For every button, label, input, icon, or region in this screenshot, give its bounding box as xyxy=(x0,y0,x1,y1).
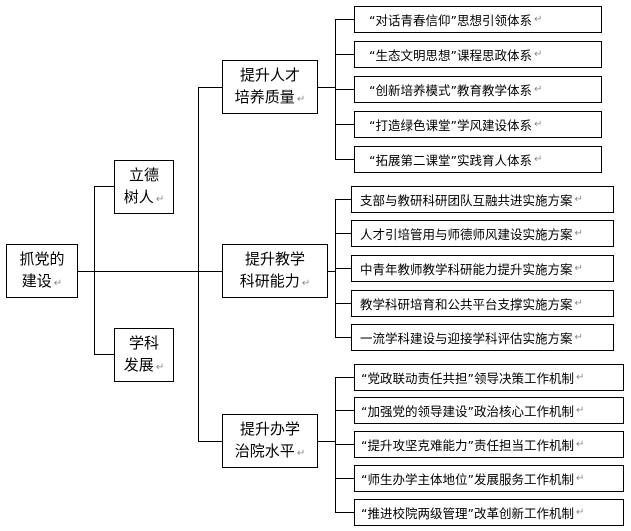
leaf-item: 人才引培管用与师德师风建设实施方案↵ xyxy=(351,220,614,247)
connector xyxy=(335,268,351,269)
connector xyxy=(335,19,354,20)
connector xyxy=(335,478,354,479)
connector xyxy=(335,159,354,160)
leaf-text: “对话青春信仰”思想引领体系 xyxy=(369,13,532,28)
group-node-governance: 提升办学 治院水平↵ xyxy=(222,414,318,468)
leaf-text: “生态文明思想”课程思政体系 xyxy=(369,48,532,63)
connector xyxy=(335,54,354,55)
branch-node-xueke: 学科 发展↵ xyxy=(114,328,174,382)
connector xyxy=(318,441,335,442)
paragraph-mark: ↵ xyxy=(575,372,585,383)
root-line1: 抓党的 xyxy=(19,249,65,268)
connector xyxy=(198,87,199,442)
group-line1: 提升教学 xyxy=(244,249,305,268)
connector xyxy=(198,441,222,442)
connector xyxy=(94,354,114,355)
branch-line2: 树人 xyxy=(123,187,154,206)
leaf-text: 教学科研培育和公共平台支撑实施方案 xyxy=(360,297,573,312)
connector xyxy=(335,233,351,234)
leaf-text: “加强党的领导建设”政治核心工作机制 xyxy=(361,404,574,419)
paragraph-mark: ↵ xyxy=(533,14,543,25)
connector xyxy=(77,271,94,272)
leaf-text: “创新培养模式”教育教学体系 xyxy=(369,83,532,98)
leaf-item: 中青年教师教学科研能力提升实施方案↵ xyxy=(351,255,614,282)
group-node-talent: 提升人才 培养质量↵ xyxy=(222,60,318,114)
leaf-item: 支部与教研科研团队互融共进实施方案↵ xyxy=(351,186,614,213)
connector xyxy=(335,512,354,513)
paragraph-mark: ↵ xyxy=(533,119,543,130)
paragraph-mark: ↵ xyxy=(575,405,585,416)
connector xyxy=(335,89,354,90)
leaf-item: “党政联动责任共担”领导决策工作机制↵ xyxy=(354,364,624,391)
leaf-item: “加强党的领导建设”政治核心工作机制↵ xyxy=(354,397,624,424)
root-node: 抓党的 建设↵ xyxy=(6,244,78,298)
branch-node-lide: 立德 树人↵ xyxy=(114,160,174,214)
leaf-item: “提升攻坚克难能力”责任担当工作机制↵ xyxy=(354,431,624,458)
paragraph-mark: ↵ xyxy=(533,49,543,60)
leaf-text: “拓展第二课堂”实践育人体系 xyxy=(369,153,532,168)
leaf-item: “对话青春信仰”思想引领体系↵ xyxy=(354,6,602,33)
paragraph-mark: ↵ xyxy=(574,263,583,274)
paragraph-mark: ↵ xyxy=(575,507,585,518)
leaf-item: “打造绿色课堂”学风建设体系↵ xyxy=(354,111,602,138)
leaf-item: “推进校院两级管理”改革创新工作机制↵ xyxy=(354,499,624,526)
connector xyxy=(335,377,354,378)
leaf-item: 一流学科建设与迎接学科评估实施方案↵ xyxy=(351,324,614,351)
group-line1: 提升人才 xyxy=(239,65,300,84)
leaf-item: 教学科研培育和公共平台支撑实施方案↵ xyxy=(351,290,614,317)
paragraph-mark: ↵ xyxy=(575,473,585,484)
paragraph-mark: ↵ xyxy=(533,84,543,95)
group-line1: 提升办学 xyxy=(239,419,300,438)
leaf-text: 人才引培管用与师德师风建设实施方案 xyxy=(360,227,573,242)
group-line2: 治院水平 xyxy=(234,441,295,460)
paragraph-mark: ↵ xyxy=(533,154,543,165)
paragraph-mark: ↵ xyxy=(574,228,583,239)
connector xyxy=(335,124,354,125)
leaf-text: “提升攻坚克难能力”责任担当工作机制 xyxy=(361,438,574,453)
leaf-item: “师生办学主体地位”发展服务工作机制↵ xyxy=(354,465,624,492)
leaf-item: “生态文明思想”课程思政体系↵ xyxy=(354,41,602,68)
branch-line1: 立德 xyxy=(128,165,159,184)
connector xyxy=(198,87,222,88)
paragraph-mark: ↵ xyxy=(574,298,583,309)
group-node-research: 提升教学 科研能力↵ xyxy=(222,244,328,298)
connector xyxy=(198,271,222,272)
root-line2: 建设 xyxy=(21,271,52,290)
connector xyxy=(335,303,351,304)
paragraph-mark: ↵ xyxy=(575,439,585,450)
paragraph-mark: ↵ xyxy=(155,193,165,205)
connector xyxy=(335,444,354,445)
connector xyxy=(335,410,354,411)
connector xyxy=(94,186,95,354)
paragraph-mark: ↵ xyxy=(574,194,583,205)
connector xyxy=(318,87,335,88)
leaf-text: “打造绿色课堂”学风建设体系 xyxy=(369,118,532,133)
leaf-text: 中青年教师教学科研能力提升实施方案 xyxy=(360,262,573,277)
paragraph-mark: ↵ xyxy=(296,93,306,105)
leaf-item: “创新培养模式”教育教学体系↵ xyxy=(354,76,602,103)
connector xyxy=(94,271,198,272)
leaf-text: “师生办学主体地位”发展服务工作机制 xyxy=(361,472,574,487)
paragraph-mark: ↵ xyxy=(155,361,165,373)
leaf-text: “推进校院两级管理”改革创新工作机制 xyxy=(361,506,574,521)
branch-line1: 学科 xyxy=(128,333,159,352)
connector xyxy=(335,337,351,338)
leaf-text: 支部与教研科研团队互融共进实施方案 xyxy=(360,193,573,208)
paragraph-mark: ↵ xyxy=(53,277,63,289)
branch-line2: 发展 xyxy=(123,355,154,374)
leaf-item: “拓展第二课堂”实践育人体系↵ xyxy=(354,146,602,173)
group-line2: 科研能力 xyxy=(239,271,300,290)
paragraph-mark: ↵ xyxy=(296,447,306,459)
paragraph-mark: ↵ xyxy=(301,277,311,289)
leaf-text: 一流学科建设与迎接学科评估实施方案 xyxy=(360,331,573,346)
group-line2: 培养质量 xyxy=(234,87,295,106)
connector xyxy=(328,271,335,272)
connector xyxy=(94,186,114,187)
connector xyxy=(335,199,351,200)
leaf-text: “党政联动责任共担”领导决策工作机制 xyxy=(361,371,574,386)
paragraph-mark: ↵ xyxy=(574,332,583,343)
